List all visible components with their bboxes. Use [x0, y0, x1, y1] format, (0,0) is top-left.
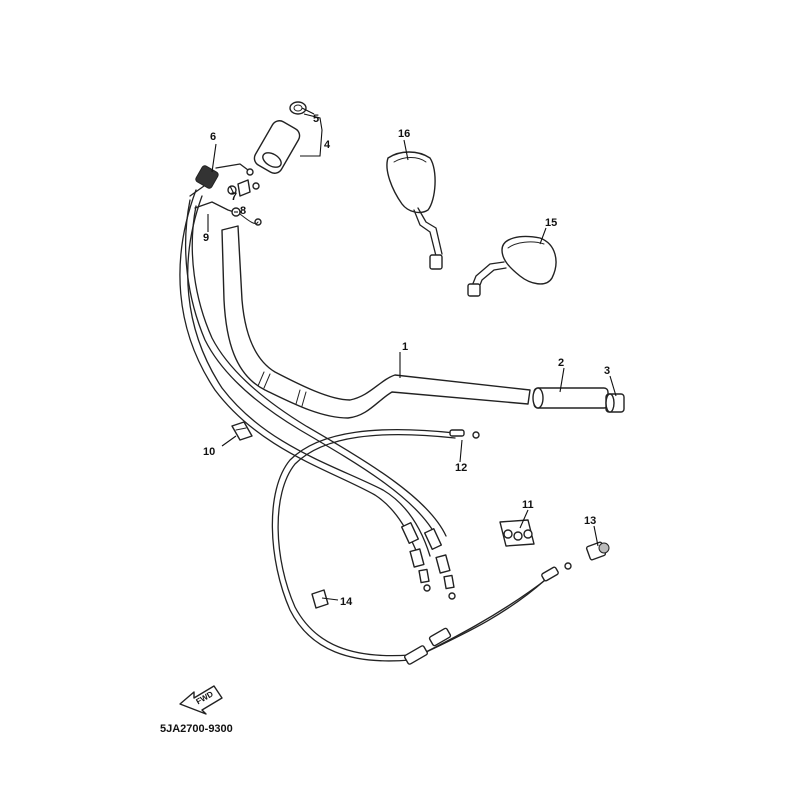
cable-adjuster — [585, 541, 610, 561]
right-grip — [532, 387, 609, 409]
cable-guide — [499, 519, 535, 547]
catalog-code: 5JA2700-9300 — [160, 723, 233, 735]
ref-7: 7 — [231, 191, 237, 203]
ref-2: 2 — [558, 357, 564, 369]
ref-10: 10 — [203, 446, 215, 458]
ref-8: 8 — [240, 205, 246, 217]
throttle-cables — [179, 189, 447, 561]
ref-13: 13 — [584, 515, 596, 527]
ref-6: 6 — [210, 131, 216, 143]
ref-4: 4 — [324, 139, 331, 151]
throttle-grip — [253, 120, 301, 174]
ref-5: 5 — [313, 113, 319, 125]
reference-numbers: 1 2 3 4 5 6 7 8 9 10 11 12 13 14 15 16 — [203, 113, 610, 608]
wire-clip — [311, 589, 329, 609]
grip-collar — [289, 101, 307, 115]
mirror-right — [467, 235, 557, 297]
handlebar — [221, 225, 531, 419]
cable-ends — [400, 522, 456, 600]
ref-15: 15 — [545, 217, 557, 229]
cable-clip — [231, 421, 253, 441]
ref-9: 9 — [203, 232, 209, 244]
clutch-cable — [271, 428, 572, 665]
leader-lines — [207, 107, 617, 601]
forward-direction-arrow: FWD — [179, 685, 223, 715]
cable-holder — [194, 201, 262, 226]
ref-16: 16 — [398, 128, 410, 140]
ref-14: 14 — [340, 596, 353, 608]
mirror-left — [386, 151, 443, 270]
ref-11: 11 — [522, 499, 534, 511]
ref-3: 3 — [604, 365, 610, 377]
grip-end-cap — [605, 393, 625, 413]
ref-1: 1 — [402, 341, 408, 353]
ref-12: 12 — [455, 462, 467, 474]
